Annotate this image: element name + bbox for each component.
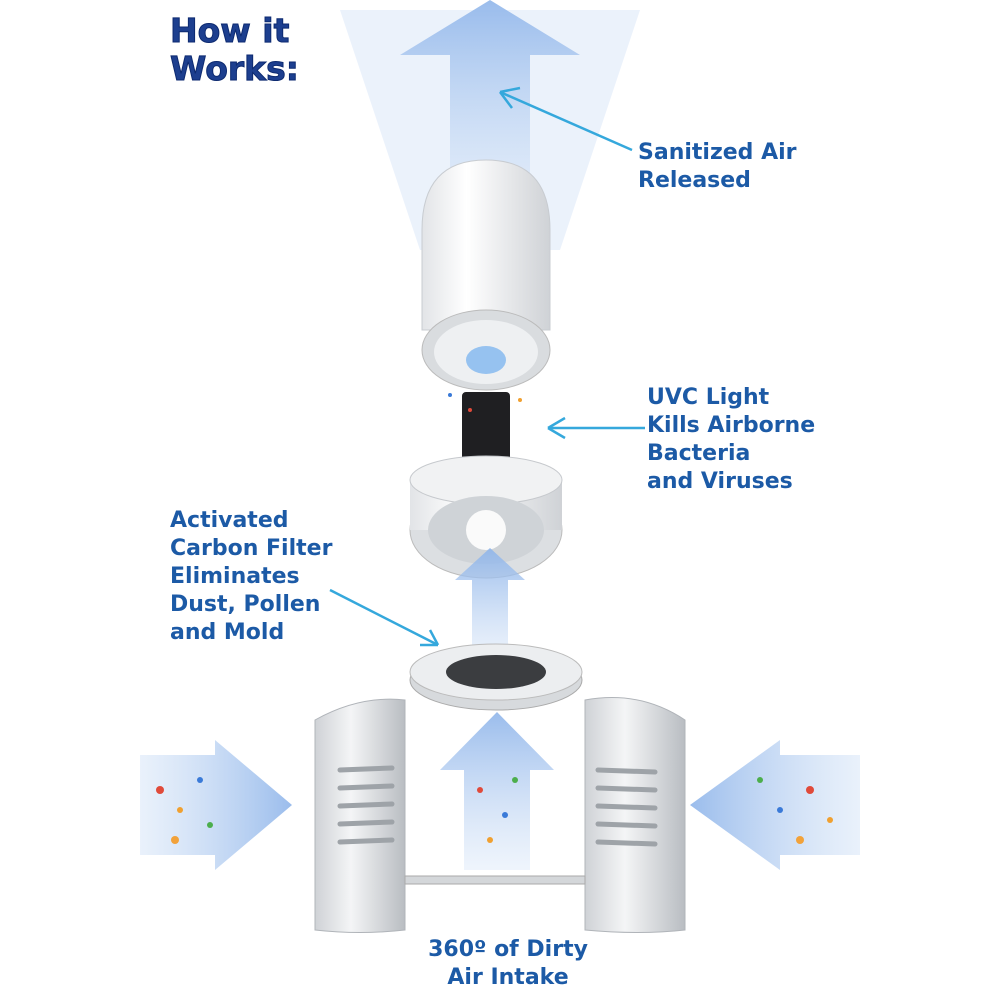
- fan-housing: [409, 455, 563, 579]
- label-line: Carbon Filter: [170, 536, 333, 561]
- released-air-flow: [340, 0, 640, 250]
- label-line: 360º of Dirty: [428, 937, 588, 962]
- title-line: How it: [170, 11, 290, 50]
- left-air-flow: [140, 740, 292, 870]
- label-carbon-filter: Activated Carbon Filter Eliminates Dust,…: [170, 507, 332, 647]
- particles: [156, 393, 833, 844]
- label-line: Kills Airborne: [647, 413, 816, 438]
- right-air-flow: [690, 740, 860, 870]
- label-line: Activated: [170, 508, 289, 533]
- label-air-intake: 360º of Dirty Air Intake: [418, 936, 598, 992]
- bottom-air-flow: [440, 712, 554, 870]
- label-line: and Mold: [170, 620, 285, 645]
- carbon-filter: [409, 643, 583, 711]
- uvc-bulb: [462, 392, 510, 464]
- title-line: Works:: [170, 49, 300, 88]
- right-grille: [584, 697, 686, 933]
- label-uvc-light: UVC Light Kills Airborne Bacteria and Vi…: [647, 384, 815, 496]
- label-line: Dust, Pollen: [170, 592, 321, 617]
- label-line: Eliminates: [170, 564, 300, 589]
- pointer-arrows: [329, 86, 645, 647]
- label-line: UVC Light: [647, 385, 770, 410]
- mid-air-flow: [455, 548, 525, 665]
- label-line: Sanitized Air: [638, 140, 797, 165]
- label-line: Air Intake: [447, 965, 569, 990]
- label-line: Released: [638, 168, 751, 193]
- base-rail: [404, 875, 586, 885]
- page-title: How it Works:: [170, 11, 300, 88]
- label-line: and Viruses: [647, 469, 793, 494]
- top-shell: [421, 159, 551, 391]
- label-line: Bacteria: [647, 441, 751, 466]
- label-sanitized-air: Sanitized Air Released: [638, 139, 797, 195]
- left-grille: [314, 698, 406, 933]
